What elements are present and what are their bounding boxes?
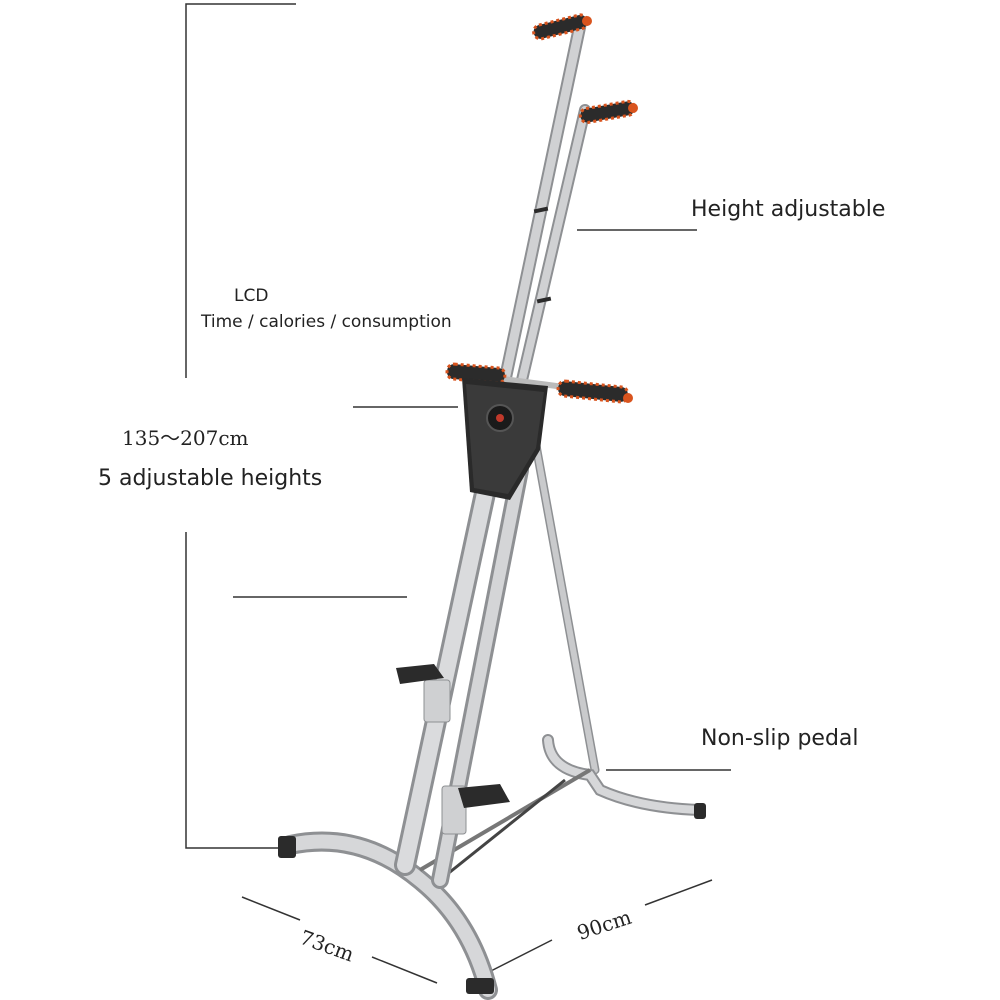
label-height-adjustable: Height adjustable (691, 197, 886, 222)
top-grips (532, 13, 638, 124)
label-lcd: LCD (234, 286, 269, 306)
dim-line-73-right (371, 956, 438, 984)
dim-line-90-right (644, 879, 713, 906)
right-pedal (441, 784, 510, 835)
lcd-console (462, 378, 548, 500)
dim-line-73-left (241, 896, 301, 921)
height-bracket-bottom (185, 532, 283, 849)
label-non-slip-pedal: Non-slip pedal (701, 726, 859, 751)
label-lcd-detail: Time / calories / consumption (201, 312, 452, 332)
front-base (278, 768, 592, 1000)
label-height-range: 135～207cm (122, 426, 249, 450)
dim-line-90-left (482, 939, 553, 976)
callout-lines (185, 3, 731, 984)
label-adjustable-heights: 5 adjustable heights (98, 466, 323, 491)
left-pedal (396, 664, 451, 723)
height-bracket-top (185, 3, 296, 378)
rear-support (530, 435, 706, 819)
middle-grips (445, 362, 633, 404)
